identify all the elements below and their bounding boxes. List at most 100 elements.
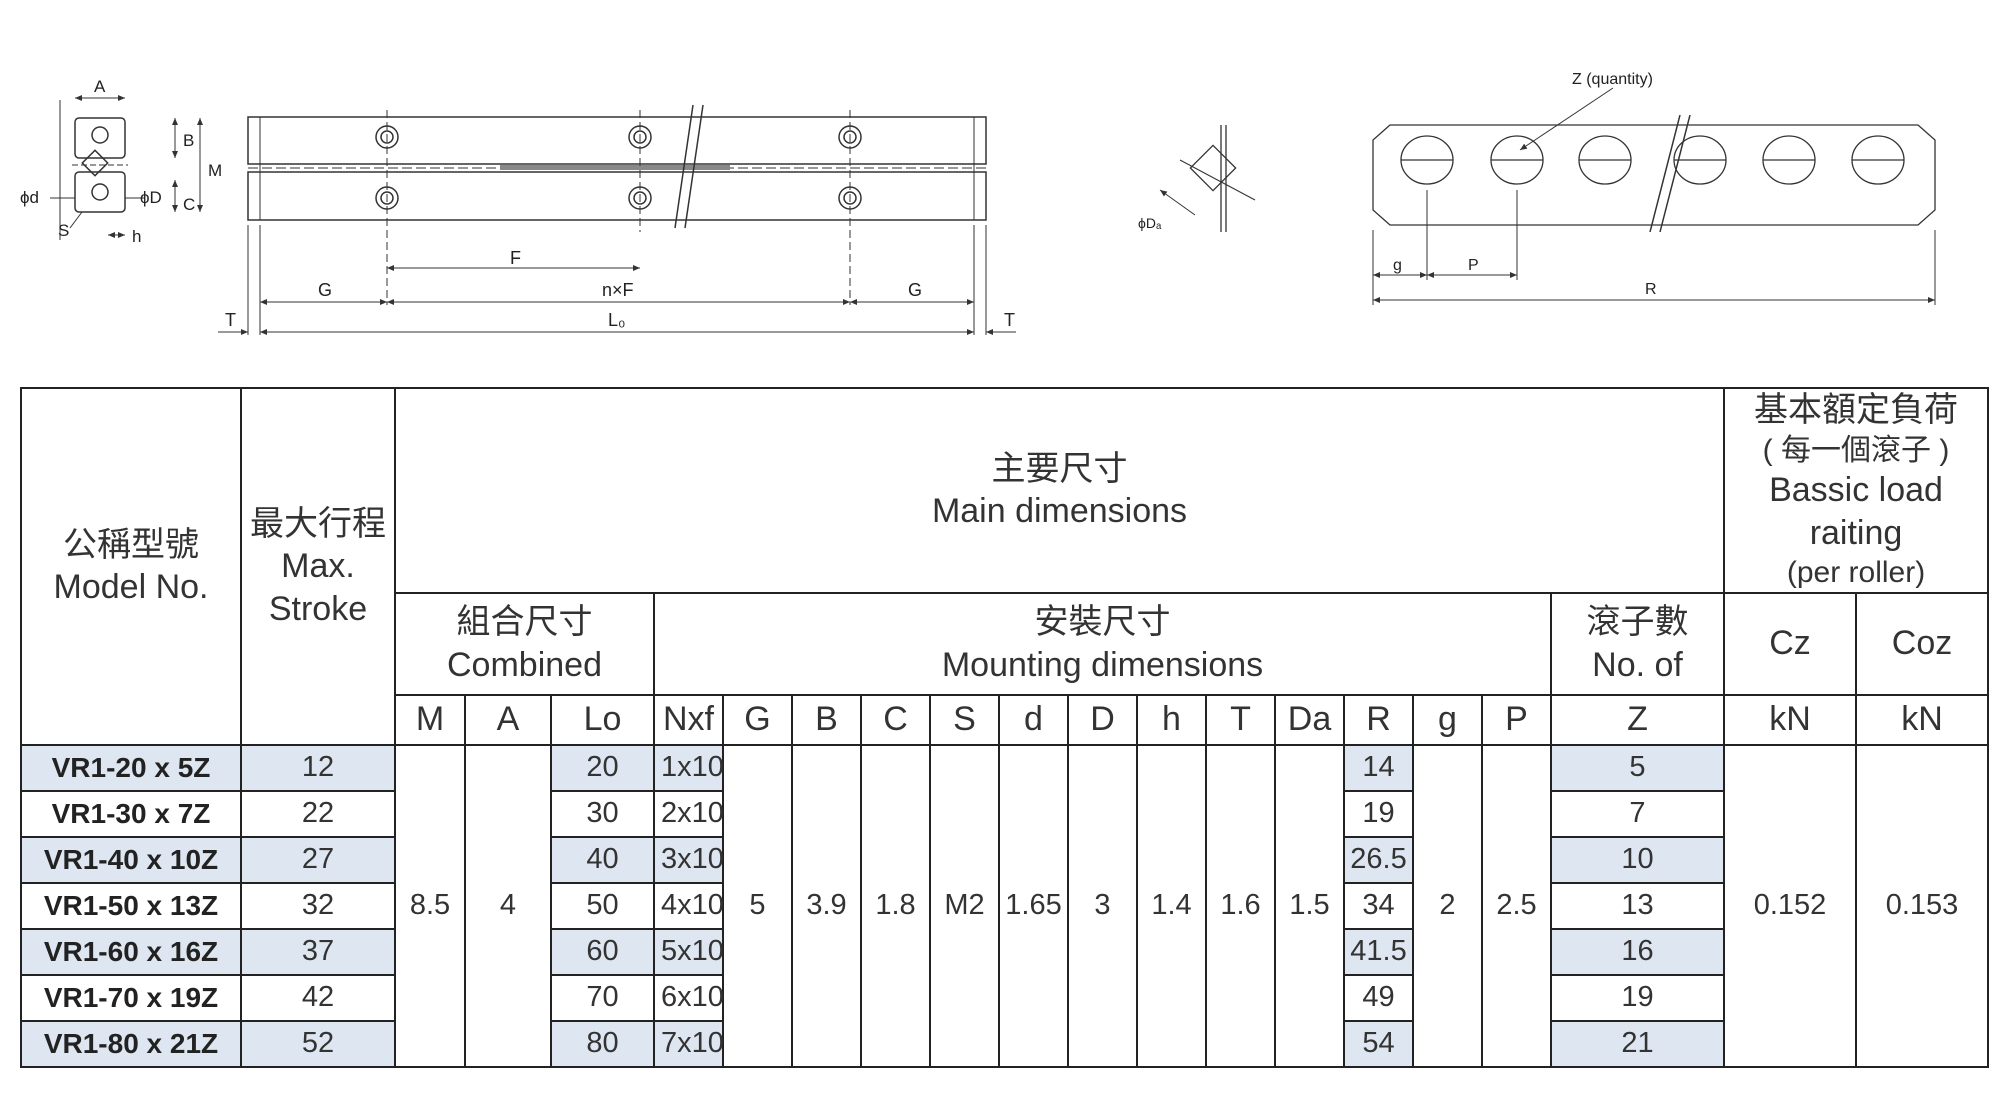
header-model-en: Model No. <box>53 568 209 607</box>
unit-cell: kN <box>1854 693 1990 746</box>
unit-cell: Da <box>1274 693 1345 746</box>
label-nxF: n×F <box>602 280 634 300</box>
label-R: R <box>1645 281 1657 298</box>
label-C: C <box>183 195 195 214</box>
unit-cell: D <box>1067 693 1138 746</box>
label-F: F <box>510 248 521 268</box>
nxf-cell: 2x10 <box>653 789 724 838</box>
header-model-zh: 公稱型號 <box>63 525 199 564</box>
value-A: 4 <box>464 743 552 1068</box>
header-stroke-en1: Max. <box>281 547 355 585</box>
header-combined: 組合尺寸 Combined <box>394 591 655 696</box>
z-cell: 13 <box>1550 881 1725 930</box>
unit-cell: S <box>929 693 1000 746</box>
unit-cell: M <box>394 693 466 746</box>
stroke-cell: 37 <box>240 927 396 976</box>
lo-cell: 30 <box>550 789 655 838</box>
r-cell: 41.5 <box>1343 927 1414 976</box>
value-C: 1.8 <box>860 743 931 1068</box>
table-row: VR1-30 x 7Z 22 30 2x10 19 7 <box>20 789 1988 838</box>
cross-section-drawing <box>50 95 203 240</box>
stroke-cell: 27 <box>240 835 396 884</box>
unit-cell: h <box>1136 693 1207 746</box>
label-h: h <box>132 227 141 246</box>
header-stroke: 最大行程 Max. Stroke <box>240 387 396 746</box>
header-rollers-zh: 滾子數 <box>1586 603 1689 641</box>
table-row: VR1-50 x 13Z 32 50 4x10 34 13 <box>20 881 1988 930</box>
lo-cell: 80 <box>550 1019 655 1068</box>
label-d: ϕd <box>20 188 39 207</box>
z-cell: 16 <box>1550 927 1725 976</box>
nxf-cell: 1x10 <box>653 743 724 792</box>
model-cell: VR1-40 x 10Z <box>20 835 242 884</box>
header-stroke-zh: 最大行程 <box>250 504 386 543</box>
label-A: A <box>94 77 106 96</box>
roller-detail-drawing <box>1159 125 1256 232</box>
header-load-zh: 基本額定負荷 <box>1754 391 1958 429</box>
r-cell: 26.5 <box>1343 835 1414 884</box>
lo-cell: 20 <box>550 743 655 792</box>
lo-cell: 50 <box>550 881 655 930</box>
unit-cell: B <box>791 693 862 746</box>
table-row: VR1-80 x 21Z 52 80 7x10 54 21 <box>20 1019 1988 1068</box>
value-G: 5 <box>722 743 793 1068</box>
stroke-cell: 52 <box>240 1019 396 1068</box>
header-load-en2: (per roller) <box>1786 556 1926 589</box>
label-Lo: L₀ <box>608 310 625 330</box>
label-D: ϕD <box>140 188 162 207</box>
label-G-left: G <box>318 280 332 300</box>
header-main: 主要尺寸 Main dimensions <box>394 387 1725 594</box>
unit-cell: P <box>1481 693 1552 746</box>
header-mounting: 安裝尺寸 Mounting dimensions <box>653 591 1552 696</box>
value-Da: 1.5 <box>1274 743 1345 1068</box>
lo-cell: 70 <box>550 973 655 1022</box>
r-cell: 19 <box>1343 789 1414 838</box>
header-cz: Cz <box>1723 591 1857 696</box>
table-row: VR1-60 x 16Z 37 60 5x10 41.5 16 <box>20 927 1988 976</box>
stroke-cell: 12 <box>240 743 396 792</box>
model-cell: VR1-30 x 7Z <box>20 789 242 838</box>
header-stroke-en2: Stroke <box>268 589 368 628</box>
label-Da: ϕDₐ <box>1138 215 1162 231</box>
spec-table: 公稱型號 Model No. 最大行程 Max. Stroke 主要尺寸 Mai… <box>20 387 1990 1068</box>
model-cell: VR1-20 x 5Z <box>20 743 242 792</box>
unit-cell: d <box>998 693 1069 746</box>
technical-drawings: A B M C ϕd ϕD S h <box>20 71 1936 335</box>
value-D: 3 <box>1067 743 1138 1068</box>
rail-drawing <box>218 104 1016 335</box>
header-rollers: 滾子數 No. of <box>1550 591 1725 696</box>
unit-cell: A <box>464 693 552 746</box>
label-M: M <box>208 161 222 180</box>
model-cell: VR1-70 x 19Z <box>20 973 242 1022</box>
nxf-cell: 4x10 <box>653 881 724 930</box>
header-load-en: Bassic load raiting <box>1769 471 1943 552</box>
r-cell: 34 <box>1343 881 1414 930</box>
unit-cell: Nxf <box>653 693 724 746</box>
stroke-cell: 32 <box>240 881 396 930</box>
roller-cage-drawing <box>1372 87 1936 305</box>
nxf-cell: 3x10 <box>653 835 724 884</box>
header-mounting-en: Mounting dimensions <box>941 645 1264 684</box>
value-Cz: 0.152 <box>1723 743 1857 1068</box>
unit-cell: T <box>1205 693 1276 746</box>
value-S: M2 <box>929 743 1000 1068</box>
value-h: 1.4 <box>1136 743 1207 1068</box>
value-B: 3.9 <box>791 743 862 1068</box>
value-T: 1.6 <box>1205 743 1276 1068</box>
value-g: 2 <box>1412 743 1483 1068</box>
r-cell: 54 <box>1343 1019 1414 1068</box>
unit-cell: g <box>1412 693 1483 746</box>
label-T-left: T <box>225 310 236 330</box>
header-rollers-en: No. of <box>1592 645 1683 684</box>
label-Z: Z (quantity) <box>1572 71 1653 88</box>
z-cell: 5 <box>1550 743 1725 792</box>
unit-cell: R <box>1343 693 1414 746</box>
model-cell: VR1-60 x 16Z <box>20 927 242 976</box>
header-combined-zh: 組合尺寸 <box>456 603 593 641</box>
unit-cell: C <box>860 693 931 746</box>
unit-cell: Z <box>1550 693 1725 746</box>
z-cell: 10 <box>1550 835 1725 884</box>
z-cell: 7 <box>1550 789 1725 838</box>
lo-cell: 60 <box>550 927 655 976</box>
nxf-cell: 7x10 <box>653 1019 724 1068</box>
